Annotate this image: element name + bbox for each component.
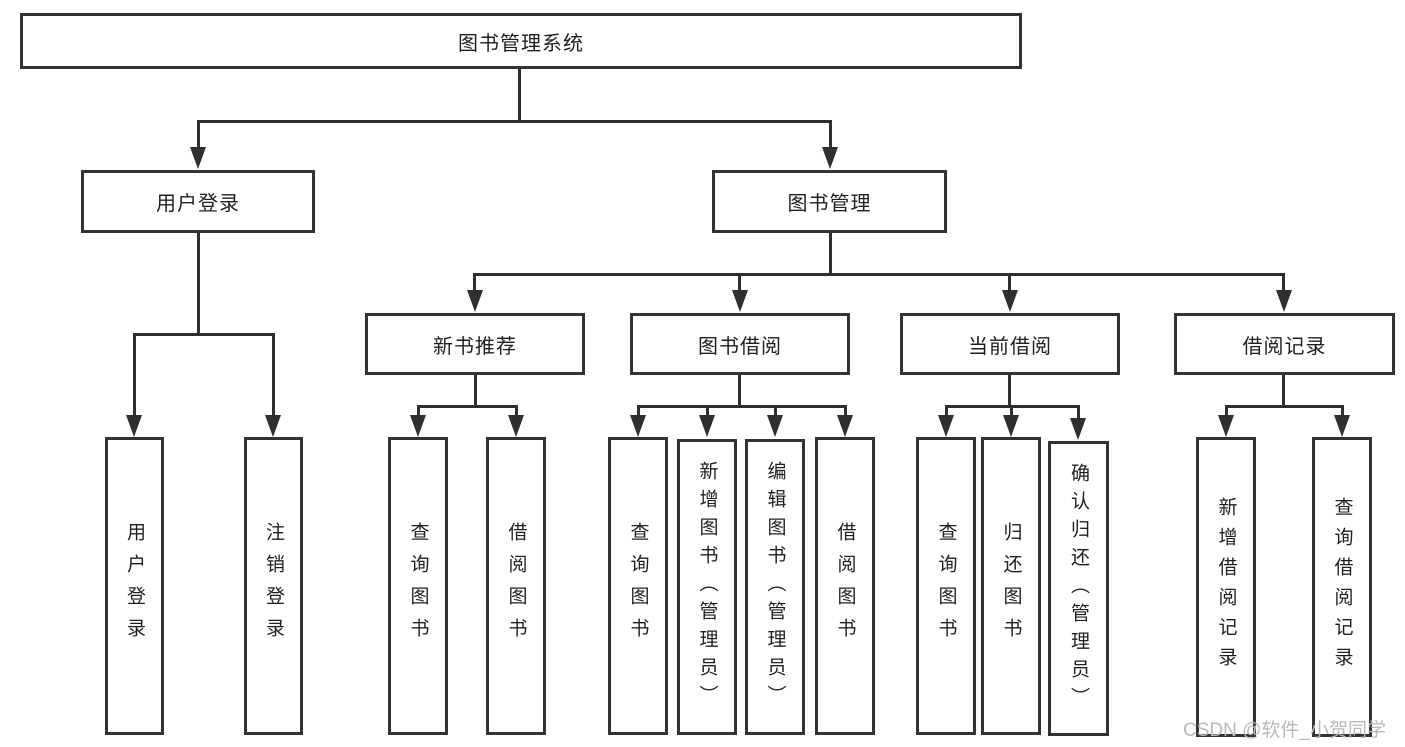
arrow-down-icon (1218, 415, 1234, 437)
connector-drop-user-login (197, 120, 200, 152)
arrow-down-icon (126, 415, 142, 437)
connector-drop-leaf (1010, 405, 1013, 420)
node-current-borrow-label: 当前借阅 (968, 335, 1052, 358)
node-leaf-logout-label: 注销登录 (263, 522, 284, 650)
node-leaf-query-book-3-label: 查询图书 (935, 522, 957, 650)
node-leaf-return-book-label: 归还图书 (1000, 522, 1022, 650)
connector-book-borrow-rail (637, 405, 847, 408)
node-leaf-user-login-label: 用户登录 (124, 522, 145, 650)
node-book-management: 图书管理 (712, 170, 947, 233)
arrow-down-icon (1002, 290, 1018, 312)
node-root: 图书管理系统 (20, 13, 1022, 69)
node-leaf-user-login: 用户登录 (105, 437, 164, 735)
node-leaf-add-book-label: 新增图书（管理员） (696, 461, 718, 713)
node-book-borrow-label: 图书借阅 (698, 335, 782, 358)
node-leaf-query-record: 查询借阅记录 (1312, 437, 1372, 737)
node-root-label: 图书管理系统 (458, 32, 584, 55)
connector-new-book-rec-rail (417, 405, 518, 408)
connector-drop-book-management (829, 120, 832, 152)
connector-level2-rail (197, 120, 832, 123)
node-leaf-edit-book: 编辑图书（管理员） (745, 439, 805, 735)
arrow-down-icon (467, 290, 483, 312)
node-user-login: 用户登录 (81, 170, 315, 233)
node-leaf-query-book-1: 查询图书 (388, 437, 448, 735)
node-leaf-confirm-return-label: 确认归还（管理员） (1068, 462, 1089, 715)
connector-user-login-stem (197, 233, 200, 336)
connector-drop-leaf (417, 405, 420, 420)
connector-root-stem (518, 69, 521, 123)
node-new-book-rec: 新书推荐 (365, 313, 585, 375)
node-borrow-records-label: 借阅记录 (1242, 335, 1327, 358)
node-leaf-query-book-1-label: 查询图书 (407, 522, 429, 650)
connector-drop-leaf (1225, 405, 1228, 420)
arrow-down-icon (837, 415, 853, 437)
connector-drop-leaf (774, 405, 777, 420)
connector-current-borrow-stem (1008, 375, 1011, 407)
connector-drop-leaf (945, 405, 948, 420)
node-leaf-query-book-3: 查询图书 (916, 437, 976, 735)
node-leaf-add-book: 新增图书（管理员） (677, 439, 737, 735)
arrow-down-icon (1070, 418, 1086, 440)
connector-user-login-rail (133, 333, 275, 336)
connector-drop-current-borrow (1008, 273, 1011, 295)
node-user-login-label: 用户登录 (156, 193, 240, 215)
connector-new-book-rec-stem (474, 375, 477, 407)
node-book-management-label: 图书管理 (787, 193, 872, 215)
node-leaf-edit-book-label: 编辑图书（管理员） (764, 461, 786, 713)
arrow-down-icon (508, 415, 524, 437)
csdn-watermark: CSDN @软件_小贺同学 (1183, 720, 1386, 741)
arrow-down-icon (699, 415, 715, 437)
connector-drop-new-book-rec (473, 273, 476, 295)
connector-drop-leaf-user-login (133, 333, 136, 420)
node-leaf-logout: 注销登录 (244, 437, 303, 735)
arrow-down-icon (190, 147, 206, 169)
node-leaf-query-book-2-label: 查询图书 (627, 522, 649, 650)
node-leaf-add-record: 新增借阅记录 (1196, 437, 1256, 737)
arrow-down-icon (1334, 415, 1350, 437)
node-leaf-borrow-book-1-label: 借阅图书 (505, 522, 527, 650)
connector-drop-leaf (1341, 405, 1344, 420)
connector-drop-borrow-records (1282, 273, 1285, 295)
node-leaf-query-book-2: 查询图书 (608, 437, 668, 735)
arrow-down-icon (630, 415, 646, 437)
arrow-down-icon (410, 415, 426, 437)
node-leaf-borrow-book-2: 借阅图书 (815, 437, 875, 735)
arrow-down-icon (822, 147, 838, 169)
arrow-down-icon (1276, 290, 1292, 312)
arrow-down-icon (938, 415, 954, 437)
connector-borrow-records-stem (1282, 375, 1285, 407)
connector-drop-leaf (844, 405, 847, 420)
node-leaf-query-record-label: 查询借阅记录 (1331, 497, 1353, 677)
arrow-down-icon (732, 290, 748, 312)
node-book-borrow: 图书借阅 (630, 313, 850, 375)
node-new-book-rec-label: 新书推荐 (433, 335, 517, 358)
connector-level3-rail (473, 273, 1285, 276)
connector-drop-book-borrow (738, 273, 741, 295)
node-leaf-confirm-return: 确认归还（管理员） (1048, 441, 1109, 736)
node-leaf-borrow-book-2-label: 借阅图书 (834, 522, 856, 650)
connector-drop-leaf (706, 405, 709, 420)
connector-book-borrow-stem (738, 375, 741, 407)
connector-drop-leaf-logout (272, 333, 275, 420)
node-borrow-records: 借阅记录 (1174, 313, 1395, 375)
connector-borrow-records-rail (1225, 405, 1344, 408)
connector-drop-leaf (637, 405, 640, 420)
node-leaf-borrow-book-1: 借阅图书 (486, 437, 546, 735)
connector-drop-leaf (1077, 405, 1080, 420)
node-leaf-add-record-label: 新增借阅记录 (1215, 497, 1237, 677)
arrow-down-icon (1003, 415, 1019, 437)
arrow-down-icon (767, 415, 783, 437)
node-current-borrow: 当前借阅 (900, 313, 1120, 375)
connector-book-management-stem (829, 233, 832, 276)
node-leaf-return-book: 归还图书 (981, 437, 1041, 735)
arrow-down-icon (265, 415, 281, 437)
connector-drop-leaf (515, 405, 518, 420)
